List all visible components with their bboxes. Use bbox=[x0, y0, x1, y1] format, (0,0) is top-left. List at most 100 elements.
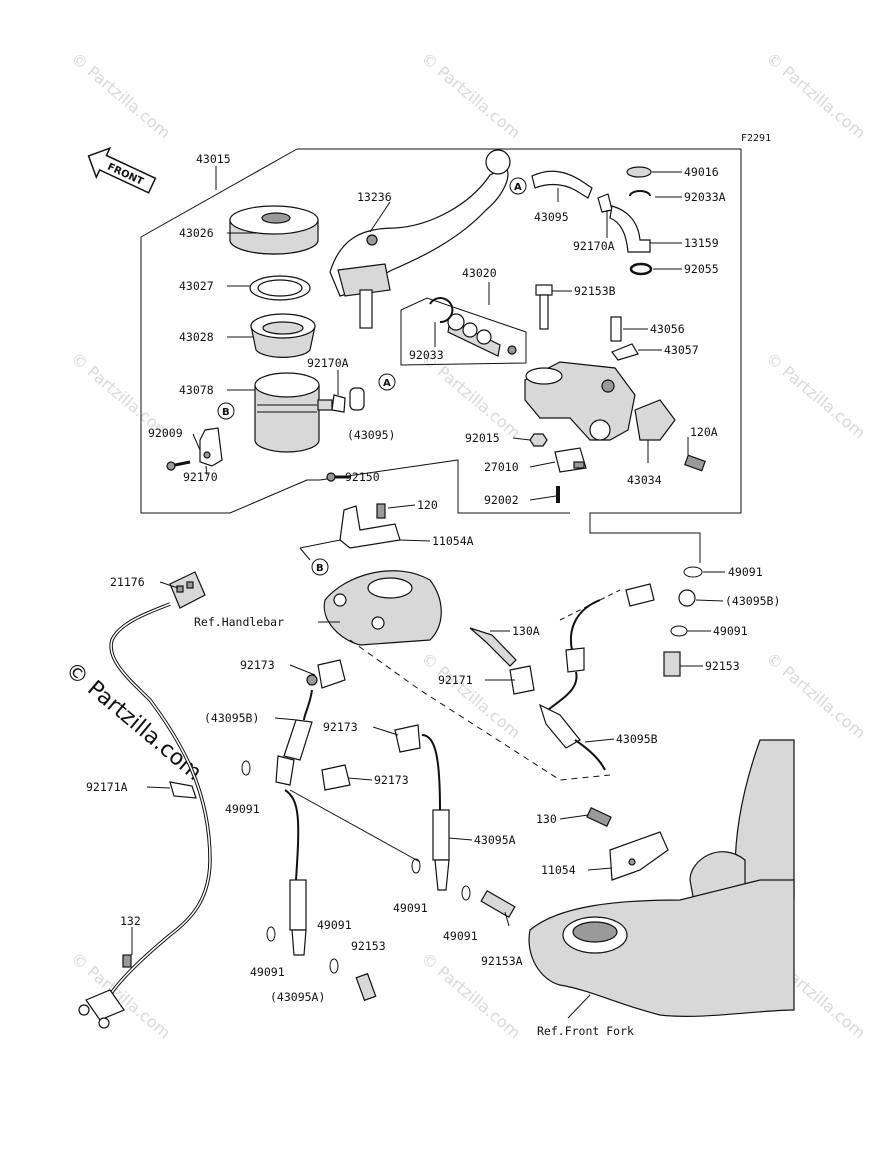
part-label: 11054A bbox=[432, 534, 474, 548]
brake-lever bbox=[329, 149, 511, 329]
part-label: 49091 bbox=[443, 929, 478, 943]
part-label: 92173 bbox=[374, 773, 409, 787]
callout-b-label: B bbox=[316, 563, 324, 574]
clamp-92170A-top bbox=[597, 193, 613, 213]
switch-wire bbox=[108, 602, 212, 996]
switch-plug bbox=[78, 989, 125, 1029]
part-label: 43026 bbox=[179, 226, 214, 240]
reservoir-diaphragm bbox=[250, 313, 316, 358]
part-label: 92033A bbox=[684, 190, 726, 204]
washer-49016 bbox=[626, 166, 652, 178]
hose-fitting-13159 bbox=[609, 205, 651, 253]
part-label: 49091 bbox=[393, 901, 428, 915]
callout-a-label: A bbox=[383, 378, 391, 389]
part-label: 13159 bbox=[684, 236, 719, 250]
hose-clamp-92173-3 bbox=[321, 764, 351, 791]
part-label: 43015 bbox=[196, 152, 231, 166]
part-label: 49091 bbox=[250, 965, 285, 979]
assembly-frame bbox=[297, 148, 742, 563]
ref-front-fork-label: Ref.Front Fork bbox=[537, 1024, 634, 1038]
part-label: 49016 bbox=[684, 165, 719, 179]
callout-b-low: B bbox=[311, 558, 329, 576]
hose-43095A-mid bbox=[421, 734, 450, 891]
hose-43095B-right bbox=[539, 583, 696, 771]
part-label: 21176 bbox=[110, 575, 145, 589]
reservoir-body bbox=[254, 372, 333, 453]
part-label: 43020 bbox=[462, 266, 497, 280]
diagram-code: F2291 bbox=[741, 133, 771, 144]
part-label: 92153 bbox=[351, 939, 386, 953]
part-label: 92173 bbox=[240, 658, 275, 672]
part-label: 43034 bbox=[627, 473, 662, 487]
clamp-43034 bbox=[634, 399, 676, 441]
part-label: 49091 bbox=[225, 802, 260, 816]
part-label: 132 bbox=[120, 914, 141, 928]
ref-handlebar-label: Ref.Handlebar bbox=[194, 615, 284, 629]
hose-clamp-92173-1 bbox=[306, 659, 346, 689]
callout-b-mid: B bbox=[217, 402, 235, 420]
part-label: 49091 bbox=[728, 565, 763, 579]
watermark: © Partzilla.com bbox=[417, 349, 524, 443]
part-label: 92173 bbox=[323, 720, 358, 734]
part-label: 120 bbox=[417, 498, 438, 512]
watermark-large: © Partzilla.com bbox=[60, 657, 206, 785]
cap-43057 bbox=[611, 343, 639, 361]
part-labels: 43015 43026 43027 43028 43078 92009 9217… bbox=[86, 152, 780, 1004]
screw-92009 bbox=[166, 460, 191, 471]
part-label: 92033 bbox=[409, 348, 444, 362]
part-label: 43056 bbox=[650, 322, 685, 336]
callout-a-top: A bbox=[509, 177, 527, 195]
master-cylinder-body bbox=[524, 361, 636, 441]
dashed-ref-line-2 bbox=[559, 589, 621, 621]
reservoir-cap bbox=[229, 205, 319, 255]
hose-43095B-left bbox=[275, 689, 313, 786]
bolt-92153-right bbox=[663, 651, 681, 677]
part-label: 27010 bbox=[484, 460, 519, 474]
bracket-11054 bbox=[609, 831, 669, 881]
watermark: © Partzilla.com bbox=[762, 649, 869, 743]
bolt-92153A bbox=[480, 889, 516, 919]
part-label: 49091 bbox=[317, 918, 352, 932]
part-label: 92150 bbox=[345, 470, 380, 484]
handlebar-ref bbox=[323, 570, 442, 646]
clamp-92171A bbox=[169, 781, 197, 799]
part-label: (43095B) bbox=[725, 594, 780, 608]
part-label: 92153 bbox=[705, 659, 740, 673]
circlip-92033A bbox=[629, 190, 651, 197]
oring-92055 bbox=[629, 262, 653, 276]
bolt-92153-bottom bbox=[355, 972, 377, 1002]
part-label: 92055 bbox=[684, 262, 719, 276]
part-label: 11054 bbox=[541, 863, 576, 877]
part-label: 92171A bbox=[86, 780, 128, 794]
watermark: © Partzilla.com bbox=[762, 49, 869, 143]
hose-line-left bbox=[284, 789, 300, 881]
watermark: © Partzilla.com bbox=[417, 49, 524, 143]
piston-kit bbox=[447, 313, 517, 357]
circlip-92033 bbox=[429, 297, 454, 324]
part-label: 92170 bbox=[183, 470, 218, 484]
hose-stub-43095 bbox=[349, 387, 365, 411]
watermark: © Partzilla.com bbox=[67, 949, 174, 1043]
part-label: 92153B bbox=[574, 284, 616, 298]
part-label: (43095A) bbox=[270, 990, 325, 1004]
screw-120 bbox=[376, 503, 386, 519]
bolt-130 bbox=[586, 807, 612, 827]
assembly-frame-left bbox=[140, 148, 308, 514]
assembly-frame-mid bbox=[307, 459, 570, 514]
part-label: 49091 bbox=[713, 624, 748, 638]
part-label: 92171 bbox=[438, 673, 473, 687]
part-label: (43095B) bbox=[204, 711, 259, 725]
part-label: 43027 bbox=[179, 279, 214, 293]
part-label: 43057 bbox=[664, 343, 699, 357]
bolt-92153B bbox=[535, 284, 553, 330]
part-label: 43028 bbox=[179, 330, 214, 344]
part-label: 130 bbox=[536, 812, 557, 826]
part-label: 92170A bbox=[307, 356, 349, 370]
part-label: 13236 bbox=[357, 190, 392, 204]
leader-lines bbox=[131, 166, 725, 1019]
callout-a-label: A bbox=[514, 182, 522, 193]
part-label: (43095) bbox=[347, 428, 395, 442]
connector-21176 bbox=[169, 571, 206, 609]
washers-49091 bbox=[241, 566, 703, 974]
